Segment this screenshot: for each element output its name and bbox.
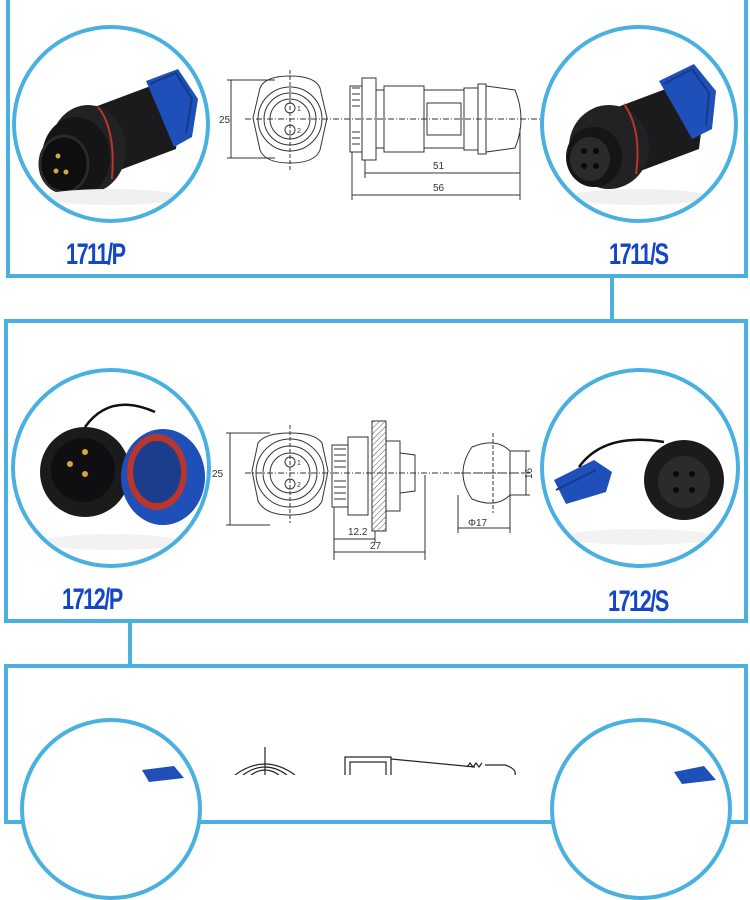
product-photo-section-3-right — [550, 718, 732, 900]
panel-socket-with-cap-icon — [554, 438, 724, 545]
flow-connector-2 — [128, 623, 132, 667]
dim-flat-16: 16 — [524, 467, 535, 479]
connector-photo-icon — [674, 766, 716, 784]
product-photo-1712-s — [540, 368, 740, 568]
socket-connector-icon — [566, 64, 716, 205]
side-view-drawing — [331, 420, 426, 560]
dim-height-25: 25 — [219, 115, 231, 126]
model-label-1711-s: 1711/S — [609, 238, 669, 271]
technical-drawing-1712: 25 1 2 12.2 27 Φ17 16 — [212, 420, 535, 560]
front-view-drawing — [227, 70, 545, 170]
svg-text:1: 1 — [297, 460, 301, 467]
dim-length-27: 27 — [370, 541, 382, 552]
flow-connector-1 — [610, 278, 614, 322]
technical-drawing-section-3 — [234, 747, 516, 775]
svg-text:2: 2 — [297, 128, 301, 135]
plug-connector-icon — [38, 69, 198, 205]
technical-drawing-1711: 25 1 2 51 56 — [219, 70, 545, 200]
model-label-1712-s: 1712/S — [608, 585, 669, 618]
panel-plug-with-cap-icon — [40, 403, 205, 550]
dim-length-12-2: 12.2 — [348, 527, 368, 538]
product-photo-1712-p — [11, 368, 211, 568]
connector-photo-icon — [142, 766, 184, 782]
product-photo-1711-p — [12, 25, 210, 223]
dim-diameter-17: Φ17 — [468, 518, 488, 529]
dim-height-25: 25 — [212, 469, 224, 480]
product-photo-1711-s — [540, 25, 738, 223]
svg-text:1: 1 — [297, 106, 301, 113]
model-label-1712-p: 1712/P — [62, 583, 123, 616]
side-view-drawing — [349, 77, 522, 200]
dim-length-51: 51 — [433, 161, 445, 172]
product-photo-section-3-left — [20, 718, 202, 900]
model-label-1711-p: 1711/P — [66, 238, 126, 271]
svg-text:2: 2 — [297, 482, 301, 489]
panel-cutout-drawing — [455, 433, 530, 533]
dim-length-56: 56 — [433, 183, 445, 194]
